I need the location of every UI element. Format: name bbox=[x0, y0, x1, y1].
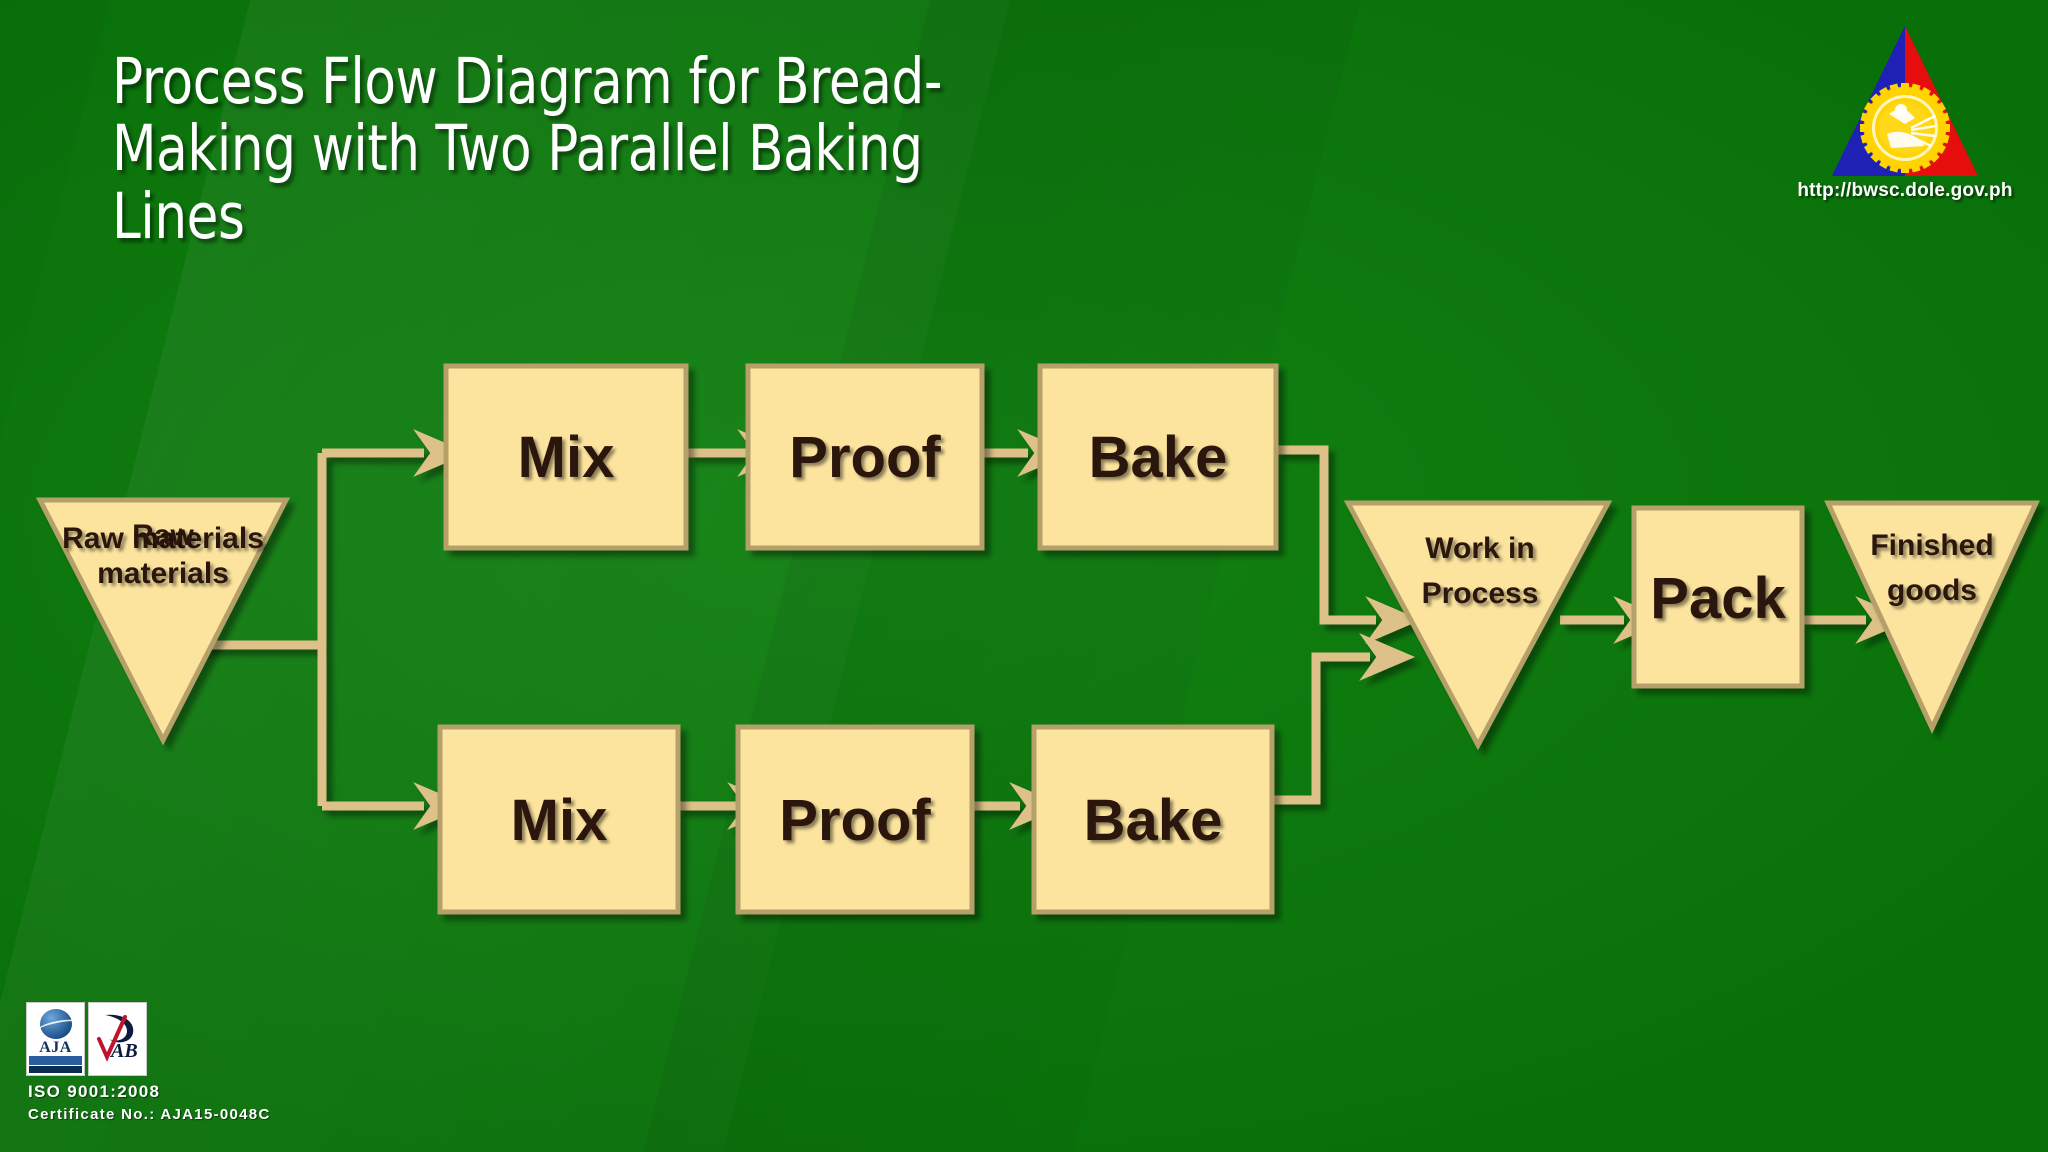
label-wip-line1: Work in bbox=[1425, 532, 1534, 565]
label-group-merge: Work in Process Pack Finished goods bbox=[1422, 529, 1994, 631]
node-bake-line1[interactable] bbox=[1037, 363, 1279, 551]
jab-logo-icon: AB bbox=[88, 1002, 147, 1076]
logo-triangle-gear-icon bbox=[1832, 26, 1978, 176]
node-pack[interactable] bbox=[1631, 505, 1805, 689]
label-proof-line2: Proof bbox=[779, 788, 931, 853]
dole-bwsc-logo: http://bwsc.dole.gov.ph bbox=[1760, 18, 2048, 218]
node-proof-line2[interactable] bbox=[735, 724, 975, 915]
iso-standard-label: ISO 9001:2008 bbox=[28, 1082, 161, 1101]
label-raw-materials-line1: Raw materials bbox=[62, 522, 264, 555]
edge-bake1-to-wip bbox=[1276, 445, 1421, 644]
node-finished-goods[interactable] bbox=[1824, 500, 2040, 734]
label-mix-line2: Mix bbox=[511, 788, 608, 853]
label-pack: Pack bbox=[1650, 566, 1786, 631]
node-group bbox=[35, 363, 2040, 915]
label-bake-line1: Bake bbox=[1089, 425, 1228, 490]
edge-bake2-to-wip bbox=[1272, 633, 1415, 805]
label-raw-line-a: Raw bbox=[132, 519, 194, 552]
iso-certificate-number: Certificate No.: AJA15-0048C bbox=[28, 1106, 271, 1123]
node-raw-materials[interactable] bbox=[35, 497, 291, 746]
node-mix-line1[interactable] bbox=[443, 363, 689, 551]
label-group-lane1: Mix Proof Bake bbox=[518, 425, 1228, 490]
aja-logo-icon: AJA bbox=[26, 1002, 85, 1076]
svg-text:AB: AB bbox=[109, 1040, 138, 1062]
node-label-group: Raw materials bbox=[62, 522, 264, 555]
label-wip-line2: Process bbox=[1422, 577, 1539, 610]
page-title: Process Flow Diagram for Bread- Making w… bbox=[112, 45, 943, 253]
node-bake-line2[interactable] bbox=[1031, 724, 1275, 915]
node-proof-line1[interactable] bbox=[745, 363, 985, 551]
node-work-in-process[interactable] bbox=[1343, 500, 1613, 751]
label-group-lane2: Mix Proof Bake bbox=[511, 788, 1223, 853]
label-raw-line-b: materials bbox=[97, 557, 229, 590]
logo-url-text: http://bwsc.dole.gov.ph bbox=[1797, 180, 2013, 201]
label-fg-line1: Finished bbox=[1870, 529, 1993, 562]
node-mix-line2[interactable] bbox=[437, 724, 681, 915]
label-fg-line2: goods bbox=[1887, 574, 1977, 607]
aja-logo-label: AJA bbox=[39, 1039, 72, 1056]
iso-certification-badge: AJA AB ISO 9001:2008 Certificate No.: AJ… bbox=[26, 1002, 326, 1132]
iso-logo-row: AJA AB bbox=[26, 1002, 147, 1076]
label-proof-line1: Proof bbox=[789, 425, 941, 490]
label-mix-line1: Mix bbox=[518, 425, 615, 490]
label-bake-line2: Bake bbox=[1084, 788, 1223, 853]
label-raw-materials: Raw materials Raw materials bbox=[97, 519, 229, 590]
